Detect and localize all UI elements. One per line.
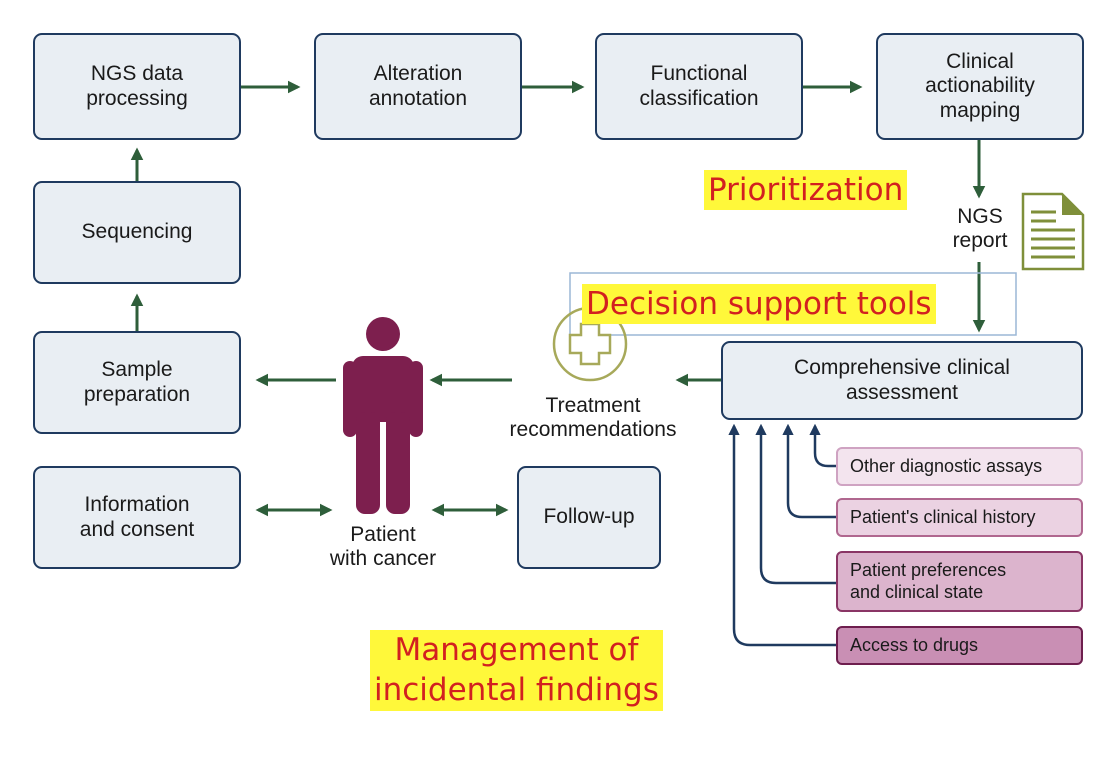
alteration-annotation-box: Alteration annotation: [314, 33, 522, 140]
sample-preparation-box: Sample preparation: [33, 331, 241, 434]
patient-person-icon: [343, 317, 423, 514]
connector-access-drugs: [728, 423, 836, 647]
functional-classification-box: Functional classification: [595, 33, 803, 140]
factor-access-to-drugs: Access to drugs: [836, 626, 1083, 665]
decision-support-tools-highlight: Decision support tools: [582, 284, 936, 325]
information-consent-box: Information and consent: [33, 466, 241, 569]
connector-clinical-history: [782, 423, 836, 519]
factor-other-diagnostic-assays: Other diagnostic assays: [836, 447, 1083, 486]
ngs-data-processing-box: NGS data processing: [33, 33, 241, 140]
connector-other-assays: [809, 423, 836, 468]
decision-support-frame: [569, 272, 1017, 336]
treatment-recommendations-label: Treatment recommendations: [509, 394, 677, 442]
factor-patient-preferences: Patient preferences and clinical state: [836, 551, 1083, 612]
patient-with-cancer-label: Patient with cancer: [329, 523, 437, 571]
ngs-report-label: NGS report: [952, 205, 1008, 253]
comprehensive-clinical-assessment-box: Comprehensive clinical assessment: [721, 341, 1083, 420]
document-icon: [1021, 192, 1085, 271]
prioritization-highlight: Prioritization: [704, 170, 908, 211]
factor-clinical-history: Patient's clinical history: [836, 498, 1083, 537]
incidental-findings-highlight: Management of incidental findings: [370, 630, 663, 711]
follow-up-box: Follow-up: [517, 466, 661, 569]
connector-preferences: [755, 423, 836, 585]
sequencing-box: Sequencing: [33, 181, 241, 284]
clinical-actionability-mapping-box: Clinical actionability mapping: [876, 33, 1084, 140]
